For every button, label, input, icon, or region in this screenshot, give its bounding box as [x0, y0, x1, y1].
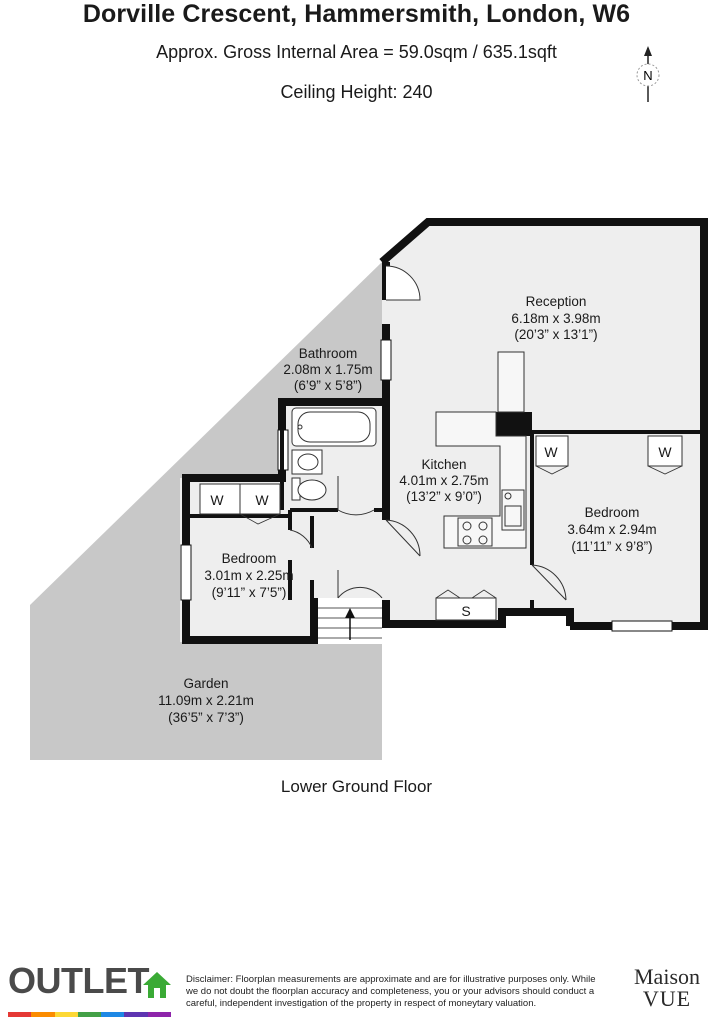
bedroom-left-name: Bedroom — [222, 551, 277, 566]
partner-line2: VUE — [642, 986, 692, 1011]
reception-imperial: (20’3” x 13’1”) — [514, 327, 597, 342]
reception-metric: 6.18m x 3.98m — [511, 311, 600, 326]
gross-area: Approx. Gross Internal Area = 59.0sqm / … — [156, 42, 557, 62]
storage-label: S — [461, 603, 470, 619]
floor-label: Lower Ground Floor — [280, 777, 433, 796]
column-block — [496, 412, 532, 436]
reception-name: Reception — [526, 294, 587, 309]
compass-icon: N — [636, 46, 660, 102]
ceiling-height: Ceiling Height: 240 — [280, 82, 433, 102]
house-icon — [143, 972, 171, 998]
bedroom-right-imperial: (11’11” x 9’8”) — [571, 539, 652, 554]
apartment-floor — [382, 220, 706, 627]
wardrobe-label: W — [544, 444, 558, 460]
garden-metric: 11.09m x 2.21m — [158, 693, 254, 708]
wardrobe-label: W — [255, 492, 269, 508]
bedroom-right-name: Bedroom — [585, 505, 640, 520]
disclaimer-text: Disclaimer: Floorplan measurements are a… — [186, 974, 596, 1009]
maison-vue-logo: Maison VUE — [624, 966, 710, 1010]
brand-rainbow-bar — [8, 1012, 171, 1017]
compass-letter: N — [643, 68, 652, 83]
wardrobe-1 — [535, 435, 569, 467]
bathroom-fixtures — [291, 407, 377, 501]
partner-line1: Maison — [634, 964, 700, 989]
entrance-arrow-icon — [345, 608, 355, 640]
garden-imperial: (36’5” x 7’3”) — [168, 710, 244, 725]
bathroom-name: Bathroom — [299, 346, 358, 361]
bathroom-metric: 2.08m x 1.75m — [283, 362, 372, 377]
garden-name: Garden — [183, 676, 228, 691]
bathroom-imperial: (6’9” x 5’8”) — [294, 378, 362, 393]
flue — [497, 351, 525, 413]
kitchen-counter — [435, 411, 527, 549]
storage-unit — [435, 597, 497, 621]
bedroom-left-imperial: (9’11” x 7’5”) — [212, 585, 287, 600]
wardrobe-label: W — [658, 444, 672, 460]
kitchen-name: Kitchen — [421, 457, 466, 472]
outlet-brand-text: OUTLET — [8, 960, 149, 1001]
bedroom-left-metric: 3.01m x 2.25m — [204, 568, 293, 583]
page-title: Dorville Crescent, Hammersmith, London, … — [82, 0, 631, 28]
bedroom-right-metric: 3.64m x 2.94m — [567, 522, 656, 537]
outlet-logo: OUTLET — [8, 960, 149, 1002]
kitchen-imperial: (13’2” x 9’0”) — [406, 489, 482, 504]
wardrobe-2 — [647, 435, 683, 467]
wardrobe-label: W — [210, 492, 224, 508]
kitchen-metric: 4.01m x 2.75m — [399, 473, 488, 488]
